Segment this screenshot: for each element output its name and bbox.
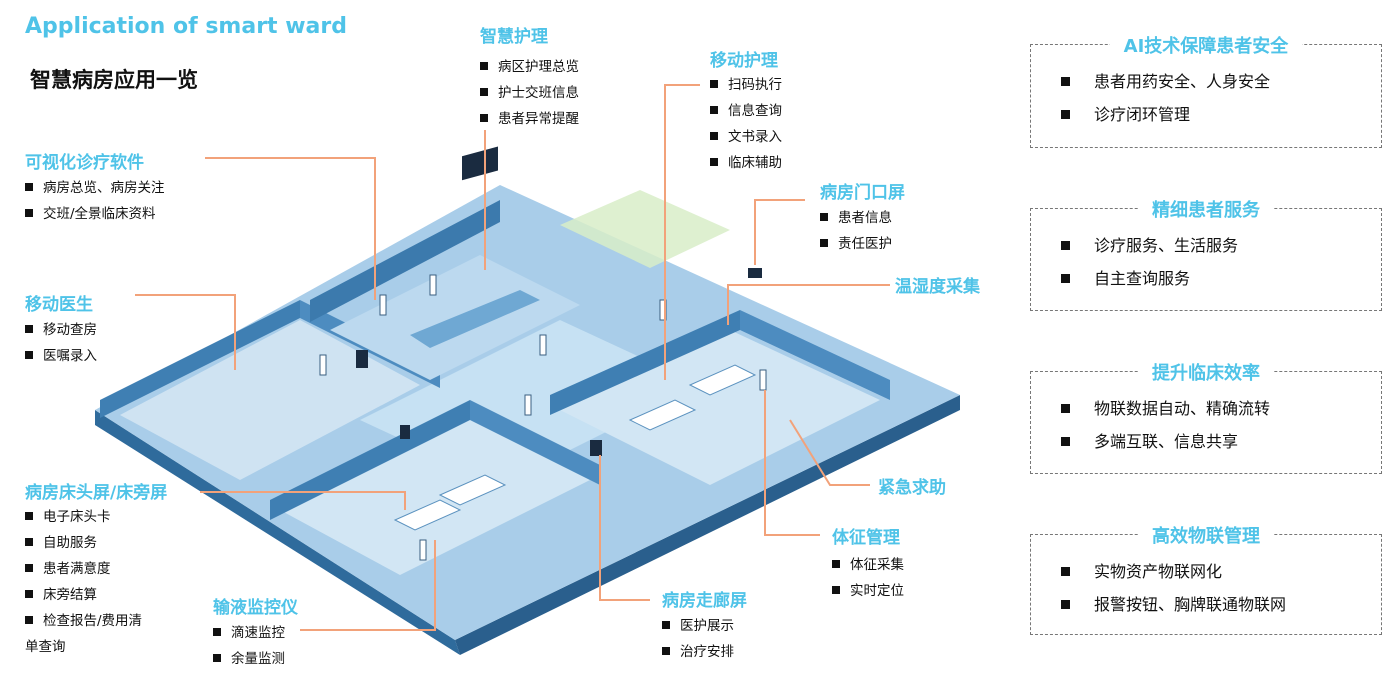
list-item: 实时定位 <box>832 578 904 604</box>
list-item: 诊疗闭环管理 <box>1061 98 1381 131</box>
list-item: 病区护理总览 <box>480 54 579 80</box>
callout-title: 输液监控仪 <box>213 598 298 618</box>
callout-smart-nursing: 智慧护理 病区护理总览 护士交班信息 患者异常提醒 <box>480 26 579 132</box>
wall-monitor <box>462 146 498 181</box>
list-item: 检查报告/费用清 <box>25 608 167 634</box>
callout-infusion: 输液监控仪 滴速监控 余量监测 <box>213 597 298 672</box>
callout-corridor-screen: 病房走廊屏 医护展示 治疗安排 <box>662 590 747 665</box>
list-item: 信息查询 <box>710 98 782 124</box>
floor-slab-side-right <box>455 395 960 655</box>
list-item: 患者信息 <box>820 205 905 231</box>
panel-title: 精细患者服务 <box>1138 200 1274 221</box>
callout-vitals: 体征管理 体征采集 实时定位 <box>832 527 904 604</box>
callout-mobile-nursing: 移动护理 扫码执行 信息查询 文书录入 临床辅助 <box>710 50 782 176</box>
list-item: 治疗安排 <box>662 639 747 665</box>
title-english: Application of smart ward <box>25 14 347 39</box>
list-item: 自主查询服务 <box>1061 262 1381 295</box>
callout-bedside-screen: 病房床头屏/床旁屏 电子床头卡 自助服务 患者满意度 床旁结算 检查报告/费用清… <box>25 482 167 660</box>
list-item: 患者用药安全、人身安全 <box>1061 65 1381 98</box>
panel-clinical-efficiency: 提升临床效率 物联数据自动、精确流转 多端互联、信息共享 <box>1030 363 1382 474</box>
list-item: 床旁结算 <box>25 582 167 608</box>
nurse-station-wall <box>310 200 500 322</box>
list-item: 移动查房 <box>25 317 97 343</box>
ward-right-wall-r <box>740 310 890 400</box>
callout-title: 病房门口屏 <box>820 183 905 203</box>
ward-bottom-left-wall-r <box>470 400 600 485</box>
callout-visual-software: 可视化诊疗软件 病房总览、病房关注 交班/全景临床资料 <box>25 152 165 227</box>
ward-right-wall <box>550 310 740 415</box>
list-item: 滴速监控 <box>213 620 298 646</box>
nurse-desk <box>410 290 540 348</box>
panel-patient-service: 精细患者服务 诊疗服务、生活服务 自主查询服务 <box>1030 200 1382 311</box>
list-item: 扫码执行 <box>710 72 782 98</box>
callout-title: 可视化诊疗软件 <box>25 153 144 173</box>
page-title: 智慧病房应用一览 <box>30 68 198 92</box>
panel-title: 高效物联管理 <box>1138 526 1274 547</box>
callout-mobile-doctor: 移动医生 移动查房 医嘱录入 <box>25 294 97 369</box>
list-item: 患者满意度 <box>25 556 167 582</box>
ward-illustration <box>95 84 960 655</box>
leader-lines <box>135 84 890 631</box>
panel-title: 提升临床效率 <box>1138 363 1274 384</box>
list-item: 护士交班信息 <box>480 80 579 106</box>
list-item: 医嘱录入 <box>25 343 97 369</box>
staff-figures <box>319 274 767 561</box>
left-room-floor <box>120 320 420 480</box>
callout-title: 移动医生 <box>25 295 93 315</box>
callout-title: 体征管理 <box>832 528 900 548</box>
callout-title: 温湿度采集 <box>895 277 980 297</box>
list-item: 多端互联、信息共享 <box>1061 425 1381 458</box>
list-item: 体征采集 <box>832 552 904 578</box>
list-item: 诊疗服务、生活服务 <box>1061 229 1381 262</box>
panel-iot-management: 高效物联管理 实物资产物联网化 报警按钮、胸牌联通物联网 <box>1030 526 1382 635</box>
list-item: 交班/全景临床资料 <box>25 201 165 227</box>
floor-slab-side <box>95 410 460 655</box>
callout-title: 病房走廊屏 <box>662 591 747 611</box>
callout-title: 移动护理 <box>710 51 778 71</box>
callout-emergency: 紧急求助 <box>878 477 946 499</box>
callout-temp-humidity: 温湿度采集 <box>895 276 980 298</box>
list-item: 患者异常提醒 <box>480 106 579 132</box>
list-item: 物联数据自动、精确流转 <box>1061 392 1381 425</box>
ward-bottom-left-wall <box>270 400 470 520</box>
callout-title: 病房床头屏/床旁屏 <box>25 483 168 503</box>
panel-title: AI技术保障患者安全 <box>1109 36 1303 57</box>
list-item: 病房总览、病房关注 <box>25 175 165 201</box>
list-item: 责任医护 <box>820 231 905 257</box>
panel-ai-safety: AI技术保障患者安全 患者用药安全、人身安全 诊疗闭环管理 <box>1030 36 1382 148</box>
list-item: 自助服务 <box>25 530 167 556</box>
callout-title: 智慧护理 <box>480 27 548 47</box>
ward-bottom-left-floor <box>280 420 590 575</box>
list-item: 报警按钮、胸牌联通物联网 <box>1061 588 1381 621</box>
callout-door-screen: 病房门口屏 患者信息 责任医护 <box>820 182 905 257</box>
left-room-wall <box>100 300 300 418</box>
list-item: 实物资产物联网化 <box>1061 555 1381 588</box>
green-zone <box>560 190 730 268</box>
list-item: 文书录入 <box>710 124 782 150</box>
door-screens <box>356 268 762 456</box>
list-item-cont: 单查询 <box>25 639 66 655</box>
list-item: 余量监测 <box>213 646 298 672</box>
list-item: 临床辅助 <box>710 150 782 176</box>
callout-title: 紧急求助 <box>878 478 946 498</box>
list-item: 电子床头卡 <box>25 504 167 530</box>
beds <box>393 364 757 531</box>
ward-right-floor <box>560 330 880 485</box>
list-item: 医护展示 <box>662 613 747 639</box>
